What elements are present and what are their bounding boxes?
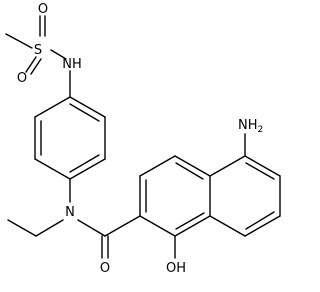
bond-naph-c7-c8 bbox=[244, 215, 281, 237]
bond-sulfur-oxygen-bottom-2 bbox=[30, 58, 42, 75]
amine-subscript: 2 bbox=[258, 125, 264, 135]
bond-ring1-f bbox=[34, 96, 71, 118]
bond-ring1-inner-1 bbox=[69, 103, 100, 122]
bond-carbonyl-naphthalene bbox=[104, 215, 141, 237]
sulfonamide-nh-label: NH bbox=[62, 57, 82, 72]
bond-ring1-c bbox=[69, 158, 106, 180]
bond-naph-c4-c3 bbox=[139, 155, 176, 177]
bond-n-carbonyl bbox=[77, 219, 106, 237]
bond-ring1-inner-2 bbox=[69, 154, 100, 173]
molecule-structure: S O O NH N O NH2 OH bbox=[5, 2, 281, 276]
amine-nh-text: NH bbox=[238, 118, 258, 133]
amine-label: NH2 bbox=[238, 118, 263, 135]
bond-naph-left-inner-2 bbox=[175, 212, 205, 230]
bond-naph-left-inner-3 bbox=[175, 162, 204, 180]
oxygen-bottom-label: O bbox=[17, 71, 27, 86]
bond-naph-c5-c6 bbox=[244, 155, 281, 177]
bond-ring1-a bbox=[69, 96, 106, 118]
bond-naph-c1-c8a bbox=[174, 215, 211, 237]
amide-n-label: N bbox=[65, 205, 75, 220]
bond-naph-c1-c2 bbox=[139, 215, 176, 237]
bond-naph-c4a-c4 bbox=[174, 155, 211, 177]
bond-methyl-sulfur bbox=[5, 33, 33, 49]
bond-naph-c8-c8a bbox=[209, 215, 246, 237]
bond-sulfur-nh bbox=[50, 49, 67, 60]
carbonyl-oxygen-label: O bbox=[100, 261, 110, 276]
sulfur-label: S bbox=[34, 43, 42, 58]
oxygen-top-label: O bbox=[38, 2, 48, 17]
bond-naph-right-inner-2 bbox=[245, 211, 275, 230]
hydroxyl-label: OH bbox=[166, 261, 186, 276]
bond-ethyl-ch3 bbox=[7, 219, 37, 237]
bond-naph-right-inner-1 bbox=[245, 162, 275, 180]
bond-ring1-d bbox=[34, 158, 71, 180]
bond-n-ethyl-ch2 bbox=[35, 219, 64, 237]
bond-sulfur-oxygen-bottom-1 bbox=[25, 56, 37, 73]
bond-naph-c4a-c5 bbox=[209, 155, 246, 177]
